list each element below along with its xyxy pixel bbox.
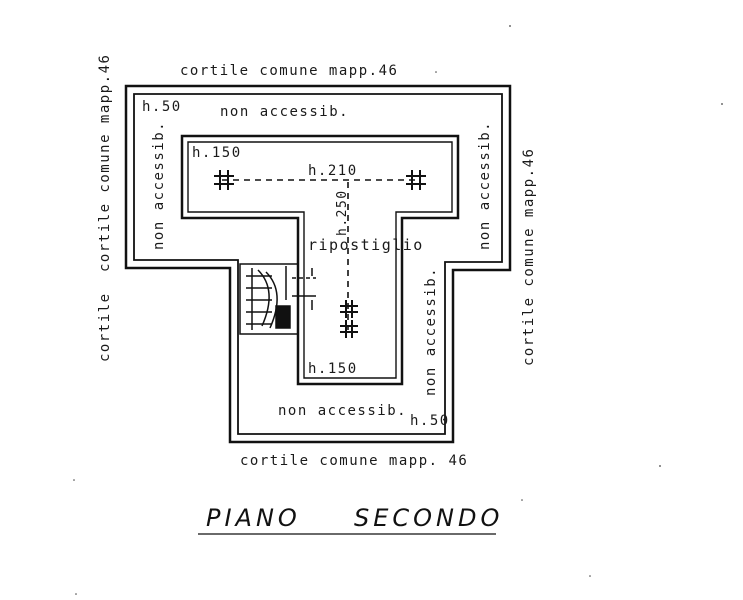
inner-room-wall	[180, 134, 460, 386]
beam-symbol-left	[214, 170, 234, 190]
courtyard-label-bottom: cortile comune mapp. 46	[240, 453, 469, 469]
height-label-top-left: h.50	[142, 99, 182, 115]
plan-title-piano: PIANO	[206, 504, 301, 532]
beam-symbol-center	[340, 300, 358, 338]
non-accessible-label-right-upper: non accessib.	[477, 120, 493, 250]
room-label: ripostiglio	[308, 236, 424, 254]
staircase	[239, 263, 316, 335]
height-label-inner-top: h.150	[192, 145, 242, 161]
courtyard-label-left-lower: cortile	[97, 292, 113, 362]
height-label-ridge: h.210	[308, 163, 358, 179]
height-label-inner-bottom: h.150	[308, 361, 358, 377]
non-accessible-label-bottom: non accessib.	[278, 403, 408, 419]
non-accessible-label-left: non accessib.	[151, 120, 167, 250]
courtyard-label-right: cortile comune mapp.46	[521, 147, 537, 366]
inner-room-wall-inner-line	[187, 141, 453, 379]
beam-symbol-right	[406, 170, 426, 190]
plan-title-secondo: SECONDO	[354, 504, 504, 532]
courtyard-label-left-upper: cortile comune mapp.46	[97, 53, 113, 272]
height-label-bottom-right: h.50	[410, 413, 450, 429]
outer-wall	[124, 84, 512, 444]
courtyard-label-top: cortile comune mapp.46	[180, 63, 399, 79]
non-accessible-label-right-lower: non accessib.	[423, 266, 439, 396]
non-accessible-label-top: non accessib.	[220, 104, 350, 120]
outer-wall-inner-line	[133, 93, 503, 435]
scan-specks	[73, 25, 723, 595]
height-label-ridge-vertical: h.250	[335, 189, 350, 236]
